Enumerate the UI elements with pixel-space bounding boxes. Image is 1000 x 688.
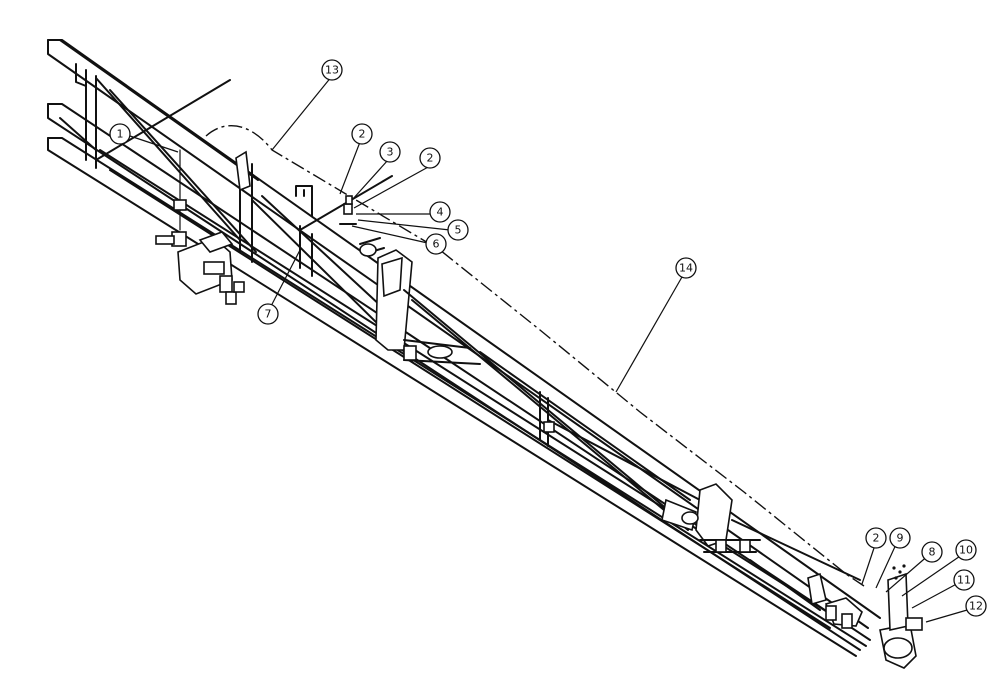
leader-lines	[129, 75, 975, 623]
callout-label: 6	[433, 238, 440, 251]
callout-7[interactable]: 7	[257, 303, 279, 325]
callout-6[interactable]: 6	[425, 233, 447, 255]
callout-2-c[interactable]: 2	[865, 527, 887, 549]
callout-label: 12	[969, 600, 983, 613]
callout-label: 13	[325, 64, 339, 77]
valve-assembly	[155, 149, 245, 305]
boom-frame	[47, 39, 923, 669]
callout-10[interactable]: 10	[955, 539, 977, 561]
callout-label: 8	[929, 546, 936, 559]
hose-line	[205, 124, 865, 587]
callout-label: 2	[427, 152, 434, 165]
callout-label: 2	[873, 532, 880, 545]
callout-8[interactable]: 8	[921, 541, 943, 563]
callout-4[interactable]: 4	[429, 201, 451, 223]
fitting-cluster	[339, 195, 357, 225]
callout-label: 5	[455, 224, 462, 237]
callout-2-a[interactable]: 2	[351, 123, 373, 145]
callout-13[interactable]: 13	[321, 59, 343, 81]
callout-label: 1	[117, 128, 124, 141]
callout-12[interactable]: 12	[965, 595, 987, 617]
callout-3[interactable]: 3	[379, 141, 401, 163]
callout-label: 11	[957, 574, 971, 587]
callout-label: 4	[437, 206, 444, 219]
callout-14[interactable]: 14	[675, 257, 697, 279]
callout-label: 2	[359, 128, 366, 141]
callout-1[interactable]: 1	[109, 123, 131, 145]
hook	[295, 185, 313, 217]
callout-label: 7	[265, 308, 272, 321]
callout-9[interactable]: 9	[889, 527, 911, 549]
callout-11[interactable]: 11	[953, 569, 975, 591]
callout-label: 3	[387, 146, 394, 159]
callout-label: 10	[959, 544, 973, 557]
callout-2-b[interactable]: 2	[419, 147, 441, 169]
callout-label: 14	[679, 262, 693, 275]
callout-label: 9	[897, 532, 904, 545]
callout-5[interactable]: 5	[447, 219, 469, 241]
